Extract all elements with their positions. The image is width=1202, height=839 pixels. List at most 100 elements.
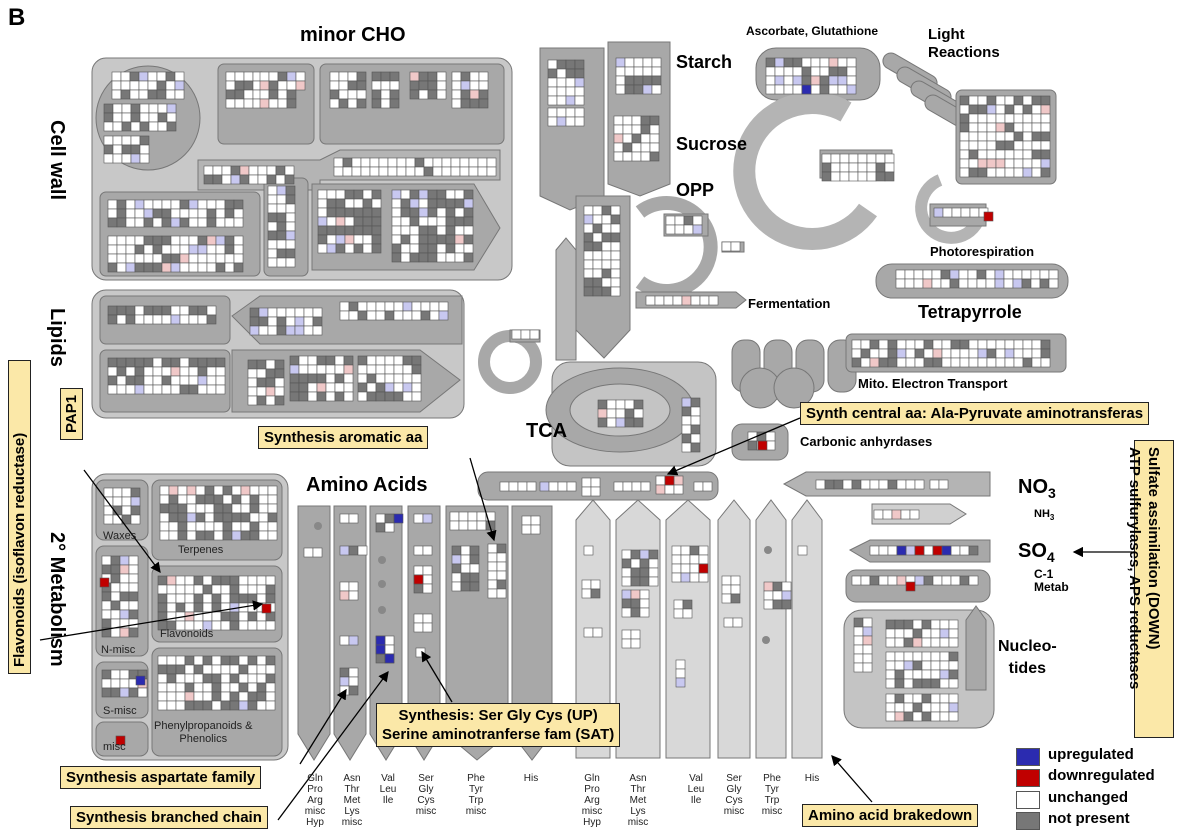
gene-cell (286, 326, 295, 335)
gene-cell (153, 358, 162, 367)
gene-cell (951, 576, 960, 585)
gene-cell (135, 236, 144, 245)
gene-cell (470, 72, 479, 81)
gene-cell (1014, 132, 1023, 141)
gene-cell (512, 330, 521, 339)
gene-cell (461, 582, 470, 591)
gene-cell (410, 253, 419, 262)
gene-cell (437, 72, 446, 81)
gene-cell (175, 90, 184, 99)
gene-cell (940, 694, 949, 703)
gene-cell (171, 367, 180, 376)
gene-cell (1041, 340, 1050, 349)
gene-cell (1032, 114, 1041, 123)
gene-cell (363, 190, 372, 199)
gene-cell (194, 692, 203, 701)
gene-cell (336, 244, 345, 253)
gene-cell (171, 254, 180, 263)
gene-cell (424, 158, 433, 167)
gene-cell (987, 340, 996, 349)
gene-cell (876, 163, 885, 172)
highlighted-gene-cell (394, 514, 403, 523)
gene-cell (158, 585, 167, 594)
gene-cell (286, 240, 295, 249)
gene-cell (381, 72, 390, 81)
gene-cell (234, 218, 243, 227)
gene-cell (102, 592, 111, 601)
gene-cell (978, 168, 987, 177)
gene-cell (410, 72, 419, 81)
gene-cell (915, 480, 924, 489)
gene-cell (257, 701, 266, 710)
gene-cell (129, 601, 138, 610)
gene-cell (593, 278, 602, 287)
gene-cell (598, 409, 607, 418)
gene-cell (277, 317, 286, 326)
gene-cell (376, 356, 385, 365)
gene-cell (390, 72, 399, 81)
gene-cell (446, 235, 455, 244)
gene-cell (904, 661, 913, 670)
gene-cell (189, 306, 198, 315)
gene-cell (428, 208, 437, 217)
gene-cell (691, 296, 700, 305)
gene-cell (931, 679, 940, 688)
panel-letter: B (8, 4, 25, 32)
gene-cell (450, 512, 459, 521)
gene-cell (381, 99, 390, 108)
gene-cell (969, 358, 978, 367)
gene-cell (248, 576, 257, 585)
gene-cell (897, 480, 906, 489)
gene-cell (987, 96, 996, 105)
gene-cell (149, 104, 158, 113)
highlighted-gene-cell (376, 645, 385, 654)
gene-cell (299, 374, 308, 383)
gene-cell (430, 311, 439, 320)
gene-cell (216, 385, 225, 394)
gene-cell (410, 235, 419, 244)
gene-cell (584, 546, 593, 555)
gene-cell (1041, 123, 1050, 132)
gene-cell (969, 340, 978, 349)
gene-cell (343, 167, 352, 176)
gene-cell (180, 367, 189, 376)
gene-cell (162, 218, 171, 227)
gene-cell (277, 258, 286, 267)
gene-cell (162, 263, 171, 272)
gene-cell (616, 400, 625, 409)
gene-cell (198, 245, 207, 254)
gene-cell (180, 306, 189, 315)
gene-cell (885, 172, 894, 181)
gene-cell (223, 495, 232, 504)
gene-cell (931, 703, 940, 712)
gene-cell (349, 677, 358, 686)
gene-cell (214, 495, 223, 504)
gene-cell (811, 76, 820, 85)
gene-cell (952, 208, 961, 217)
gene-cell (345, 217, 354, 226)
gene-cell (960, 576, 969, 585)
gene-cell (1005, 168, 1014, 177)
gene-cell (978, 141, 987, 150)
gene-cell (130, 81, 139, 90)
gene-cell (854, 618, 863, 627)
gene-cell (162, 358, 171, 367)
gene-cell (372, 235, 381, 244)
gene-cell (244, 81, 253, 90)
gene-cell (131, 488, 140, 497)
gene-cell (394, 392, 403, 401)
gene-cell (557, 108, 566, 117)
gene-cell (144, 385, 153, 394)
gene-cell (843, 480, 852, 489)
gene-cell (204, 166, 213, 175)
gene-cell (339, 99, 348, 108)
legend-label-downregulated: downregulated (1048, 767, 1155, 784)
gene-cell (548, 78, 557, 87)
gene-cell (216, 245, 225, 254)
gene-cell (392, 244, 401, 253)
gene-cell (189, 263, 198, 272)
gene-cell (616, 418, 625, 427)
gene-cell (295, 317, 304, 326)
gene-cell (410, 90, 419, 99)
gene-cell (922, 652, 931, 661)
